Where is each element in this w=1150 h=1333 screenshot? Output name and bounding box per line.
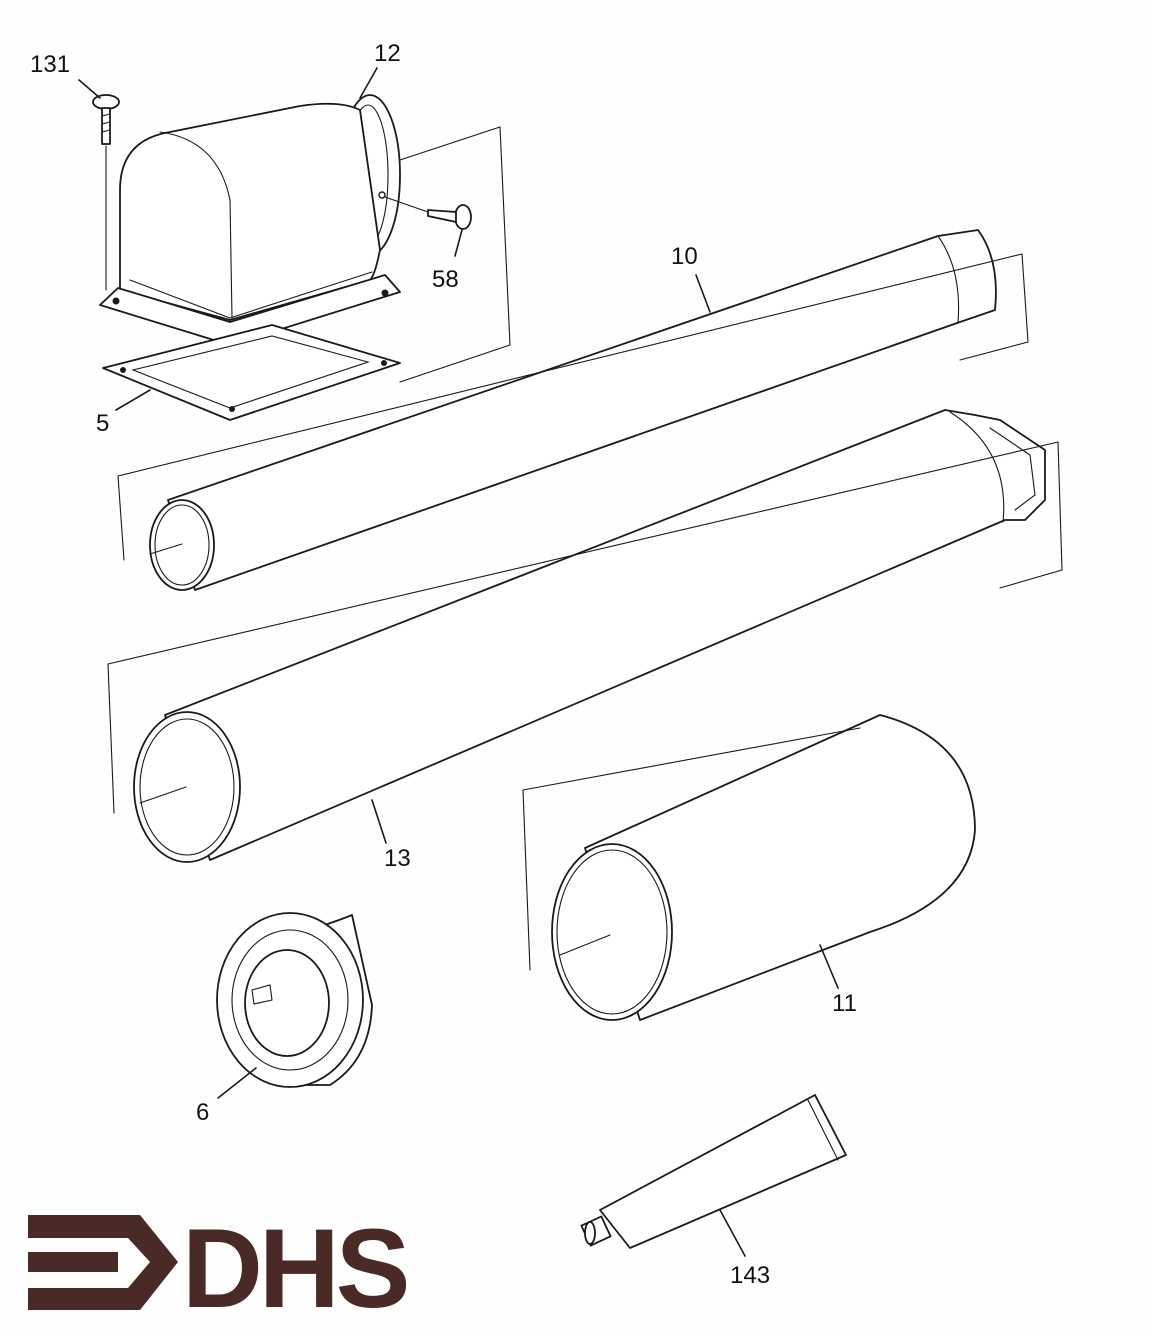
label-58: 58 [432,266,459,293]
label-131: 131 [30,51,70,78]
part-10-pipe [117,229,1029,591]
part-13-pipe [107,409,1063,863]
part-131-screw [92,94,120,291]
part-11-pipe [522,714,976,1021]
part-143-tube [580,1094,847,1249]
label-143: 143 [730,1262,770,1289]
label-11: 11 [832,990,857,1017]
leader-lines [78,67,839,1257]
dhs-logo-text: DHS [182,1206,407,1331]
part-6-tape-roll [216,912,373,1088]
part-5-gasket [102,324,401,421]
dhs-logo: DHS [28,1206,411,1331]
label-5: 5 [96,410,109,437]
label-13: 13 [384,845,411,872]
label-12: 12 [374,40,401,67]
dhs-logo-arrow-icon [28,1215,178,1310]
label-6: 6 [196,1099,209,1126]
label-10: 10 [671,243,698,270]
part-58-screw [384,196,472,230]
part-12-elbow-housing [99,94,401,346]
dimension-bracket-12 [399,126,511,383]
